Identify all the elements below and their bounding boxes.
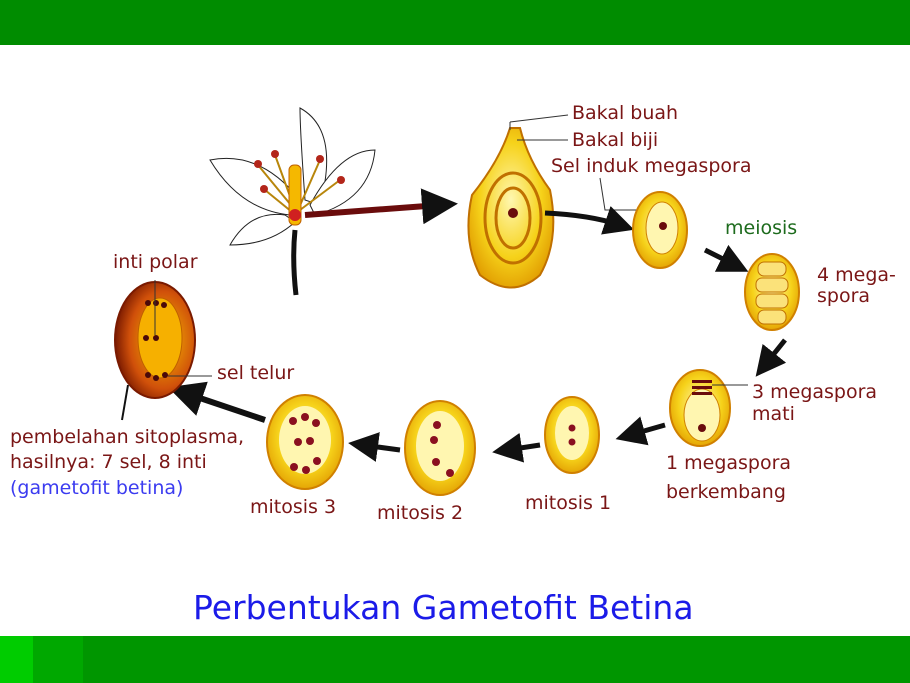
label-inti-polar: inti polar: [113, 251, 198, 273]
bottom-bar-accent-mid: [33, 636, 83, 683]
label-3-megaspora-line1: 3 megaspora: [752, 381, 878, 403]
arrow: [348, 432, 401, 462]
label-1-megaspora-line2: berkembang: [666, 481, 786, 503]
arrow: [544, 206, 635, 235]
label-gametofit-betina: (gametofit betina): [10, 477, 184, 499]
label-sel-telur: sel telur: [217, 362, 295, 384]
arrow: [755, 338, 787, 377]
arrow: [492, 432, 541, 463]
ovule-four-megaspores: [744, 253, 800, 331]
label-meiosis: meiosis: [725, 217, 798, 239]
slide-title: Perbentukan Gametofit Betina: [193, 588, 694, 627]
label-bakal-biji: Bakal biji: [572, 129, 659, 151]
label-4-megaspora-line1: 4 mega-: [817, 264, 896, 286]
bottom-bar-accent-light: [0, 636, 33, 683]
label-sel-induk-megaspora: Sel induk megaspora: [551, 155, 752, 177]
label-1-megaspora-line1: 1 megaspora: [666, 452, 792, 474]
ovule-female-gametophyte: [114, 281, 196, 399]
label-pembelahan-line1: pembelahan sitoplasma,: [10, 426, 245, 448]
ovule-mitosis-1: [544, 396, 600, 474]
ovule-mitosis-3: [266, 394, 344, 490]
ovule-functional-megaspore: [669, 369, 731, 447]
label-3-megaspora-line2: mati: [752, 403, 795, 425]
ovule-mitosis-2: [404, 400, 476, 496]
arrow: [167, 381, 266, 423]
bottom-bar: [0, 636, 910, 683]
ovary: [467, 127, 555, 289]
arrow: [615, 416, 666, 446]
label-mitosis-1: mitosis 1: [525, 492, 612, 514]
flower: [209, 107, 376, 296]
label-bakal-buah: Bakal buah: [572, 102, 679, 124]
label-mitosis-3: mitosis 3: [250, 496, 337, 518]
top-bar: [0, 0, 910, 45]
arrow: [304, 188, 458, 225]
label-4-megaspora-line2: spora: [817, 285, 871, 307]
ovule-megaspore-mother: [632, 191, 688, 269]
label-mitosis-2: mitosis 2: [377, 502, 464, 524]
arrow: [703, 244, 749, 272]
label-pembelahan-line2: hasilnya: 7 sel, 8 inti: [10, 451, 207, 473]
